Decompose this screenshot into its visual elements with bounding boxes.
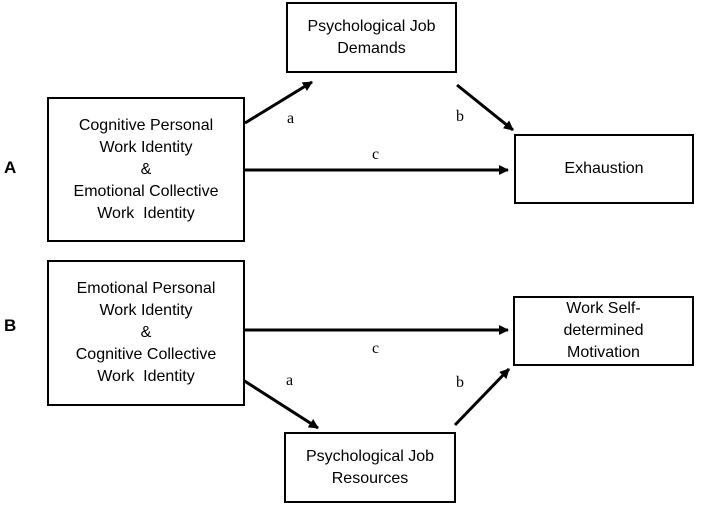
- b-outcome-box-line-2: determined: [563, 322, 644, 339]
- b-path-label-b: b: [456, 374, 464, 391]
- b-path-label-c: c: [372, 340, 380, 357]
- b-outcome-box-line-1: Work Self-: [566, 300, 641, 317]
- a-arrow-a: [244, 80, 313, 125]
- b-predictor-box-line-2: Work Identity: [99, 302, 193, 319]
- b-predictor-box-line-3: &: [140, 324, 152, 341]
- b-arrow-b: [453, 367, 511, 427]
- b-predictor-box-line-5: Work Identity: [97, 368, 195, 385]
- a-path-label-c: c: [372, 146, 380, 163]
- a-predictor-box-line-1: Cognitive Personal: [78, 116, 214, 134]
- b-path-label-a: a: [286, 372, 294, 389]
- a-predictor-box-line-2: Work Identity: [99, 138, 193, 156]
- a-path-label-b: b: [456, 108, 464, 125]
- a-mediator-box-line-1: Psychological Job: [307, 17, 436, 35]
- a-outcome-box: Exhaustion: [514, 134, 694, 204]
- b-mediator-box-line-2: Resources: [331, 469, 409, 487]
- b-predictor-box-line-4: Cognitive Collective: [75, 346, 217, 363]
- a-arrow-b: [456, 83, 514, 132]
- a-predictor-box-line-5: Work Identity: [97, 204, 195, 222]
- a-predictor-box-line-3: &: [140, 160, 152, 178]
- b-arrow-a: [242, 378, 319, 430]
- b-predictor-box-line-1: Emotional Personal: [76, 280, 216, 297]
- a-predictor-box-line-4: Emotional Collective: [73, 182, 219, 200]
- panel-label-a: A: [4, 158, 17, 177]
- a-path-label-a: a: [287, 110, 295, 127]
- panel-label-b: B: [4, 316, 17, 335]
- b-mediator-box-line-1: Psychological Job: [305, 447, 435, 465]
- b-outcome-box-line-3: Motivation: [567, 344, 640, 361]
- a-mediator-box-line-2: Demands: [337, 39, 406, 57]
- a-outcome-box-line-1: Exhaustion: [564, 160, 644, 177]
